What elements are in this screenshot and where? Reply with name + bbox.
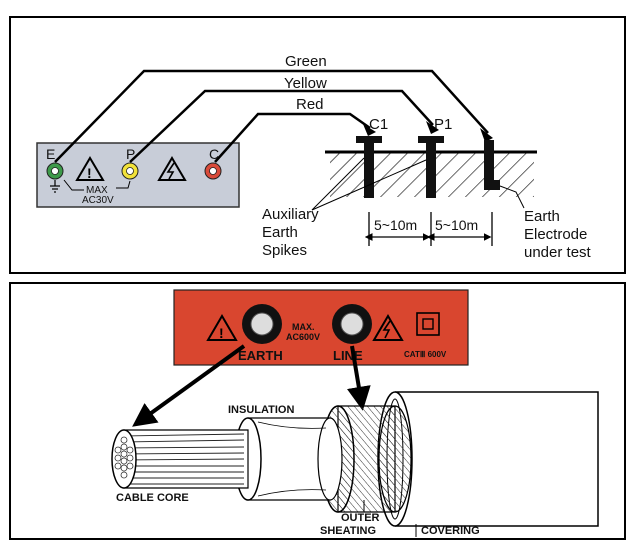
auxiliary-label-line1: Auxiliary — [262, 206, 319, 223]
spike-c1-label: C1 — [369, 116, 388, 133]
red-wire-label: Red — [296, 96, 324, 113]
max-voltage-label: AC30V — [82, 195, 114, 206]
ground-icon — [50, 180, 60, 193]
earth-jack-label: EARTH — [238, 348, 283, 363]
red-arrowhead — [363, 124, 376, 136]
distance-label-2: 5~10m — [435, 217, 478, 233]
yellow-wire-label: Yellow — [284, 75, 327, 92]
warning-icon: ! — [75, 156, 105, 181]
svg-text:!: ! — [219, 325, 224, 341]
earth-electrode — [484, 140, 500, 190]
spike-c1 — [356, 136, 382, 198]
max-voltage-label-bottom: AC600V — [286, 332, 320, 342]
terminal-e-label: E — [46, 146, 55, 162]
red-wire — [214, 112, 371, 163]
auxiliary-label-line2: Earth — [262, 224, 298, 241]
cable-core-label: CABLE CORE — [116, 492, 189, 504]
insulation-label: INSULATION — [228, 404, 294, 416]
cat-rating-label: CATⅢ 600V — [404, 350, 447, 359]
auxiliary-label-line3: Spikes — [262, 242, 307, 259]
distance-label-1: 5~10m — [374, 217, 417, 233]
yellow-arrowhead — [426, 121, 439, 134]
max-label: MAX — [86, 185, 108, 196]
electrode-label-line2: Electrode — [524, 226, 587, 243]
outer-sheathing-label-line2: SHEATING — [320, 525, 376, 537]
double-insulation-icon — [416, 312, 440, 336]
terminal-p-label: P — [126, 146, 135, 162]
green-wire-label: Green — [285, 53, 327, 70]
red-instrument-panel — [173, 289, 469, 366]
terminal-c-label: C — [209, 146, 219, 162]
yellow-wire — [129, 89, 434, 163]
electrode-label-line1: Earth — [524, 208, 560, 225]
line-probe-arrow — [347, 345, 371, 411]
green-arrowhead — [480, 128, 493, 142]
line-jack-label: LINE — [333, 348, 363, 363]
high-voltage-icon-bottom — [372, 314, 404, 341]
cable — [111, 391, 599, 527]
electrode-label-line3: under test — [524, 244, 592, 261]
outer-sheathing-label-line1: OUTER — [341, 512, 380, 524]
warning-icon-bottom: ! — [206, 314, 238, 341]
cable-core-end — [111, 429, 137, 489]
svg-text:!: ! — [87, 165, 92, 181]
high-voltage-icon — [157, 156, 187, 181]
earth-probe-arrow — [132, 344, 246, 427]
max-label-bottom: MAX. — [292, 322, 315, 332]
spike-p1 — [418, 136, 444, 198]
covering-label: COVERING — [421, 525, 480, 537]
green-wire — [54, 69, 489, 163]
spike-p1-label: P1 — [434, 116, 452, 133]
